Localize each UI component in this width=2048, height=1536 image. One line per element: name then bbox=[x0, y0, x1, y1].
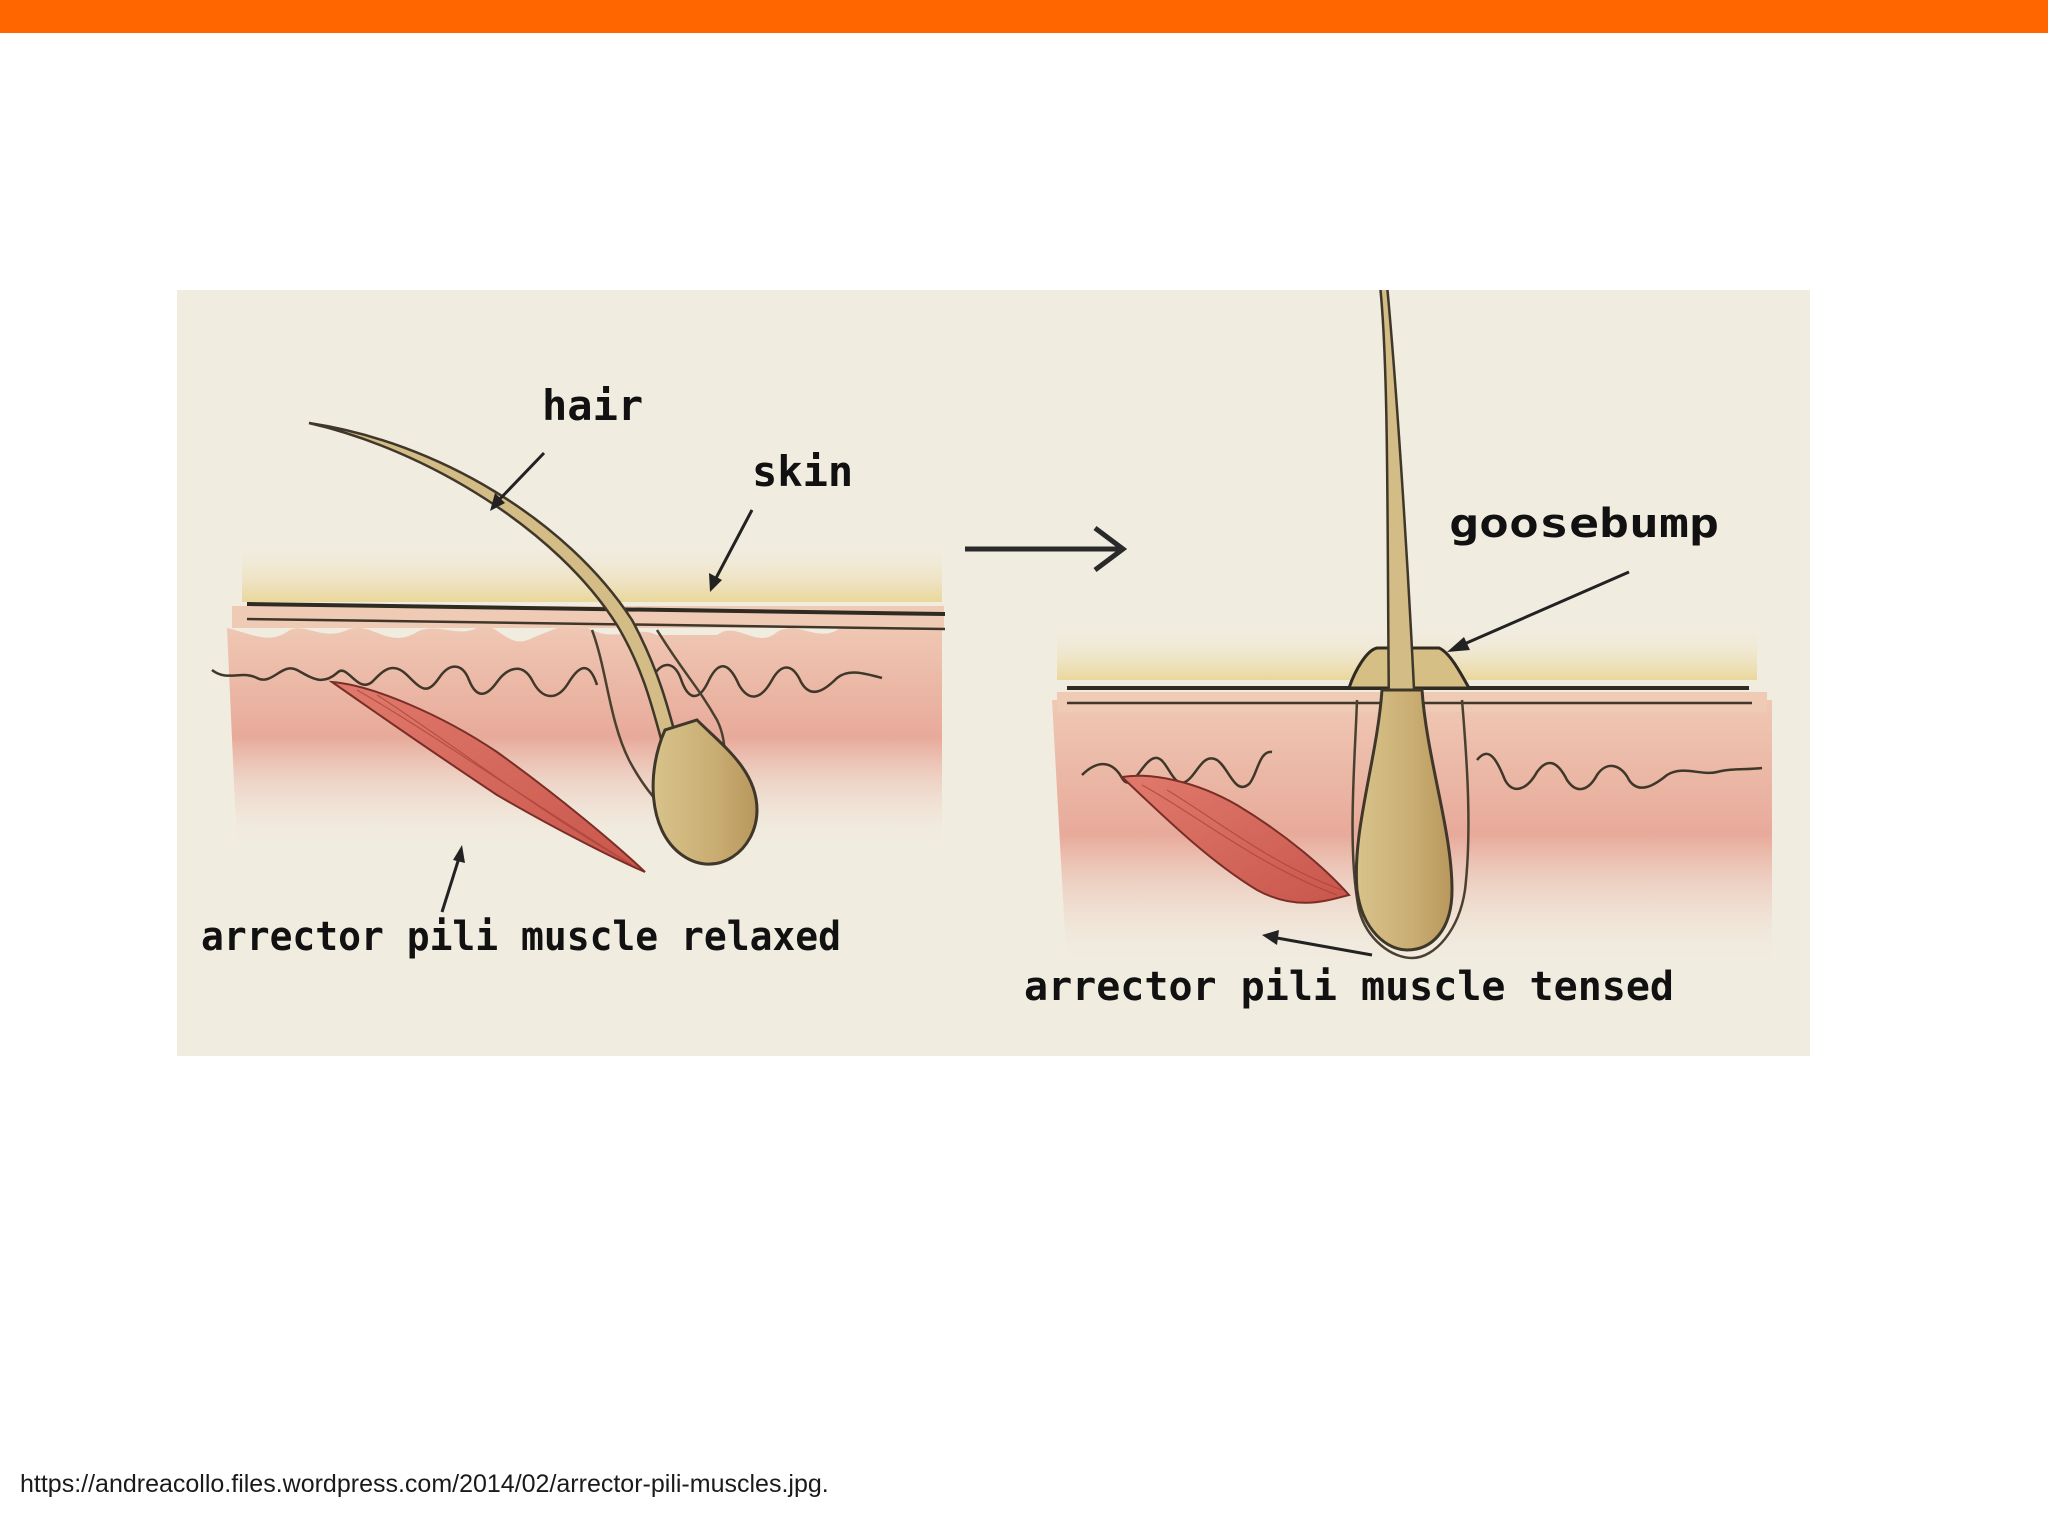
tensed-pointer-arrowhead bbox=[1262, 930, 1279, 945]
goosebump-pointer-arrowhead bbox=[1447, 637, 1470, 652]
transition-arrow bbox=[965, 526, 1128, 572]
goosebump-label: goosebump bbox=[1449, 501, 1719, 547]
skin-label: skin bbox=[752, 447, 853, 496]
hair-pointer-arrowhead bbox=[490, 493, 505, 511]
dermal-papillae-left-2 bbox=[650, 663, 883, 698]
hair-bulb-right bbox=[1354, 688, 1454, 952]
hair-label: hair bbox=[542, 381, 643, 430]
relaxed-panel: hair skin arrector pili muscle relaxed bbox=[201, 381, 946, 960]
arrector-pili-illustration: hair skin arrector pili muscle relaxed bbox=[177, 290, 1810, 1056]
top-accent-bar bbox=[0, 0, 2048, 33]
tensed-label: arrector pili muscle tensed bbox=[1024, 964, 1674, 1010]
dermal-papillae-left bbox=[211, 665, 599, 698]
goosebump-pointer-arrow bbox=[1461, 570, 1630, 647]
skin-line-top-left bbox=[246, 602, 946, 616]
skin-pointer-arrowhead bbox=[709, 573, 722, 592]
muscle-fibers-relaxed bbox=[356, 689, 633, 866]
tensed-pointer-arrow bbox=[1276, 936, 1373, 957]
tensed-panel: goosebump arrector pili muscle tensed bbox=[1024, 290, 1772, 1010]
muscle-pointer-arrowhead bbox=[453, 845, 465, 863]
source-caption: https://andreacollo.files.wordpress.com/… bbox=[20, 1470, 829, 1498]
hair-bulb-left bbox=[651, 718, 759, 866]
relaxed-label: arrector pili muscle relaxed bbox=[201, 914, 841, 960]
skin-pointer-arrow bbox=[713, 509, 754, 581]
illustration-canvas: hair skin arrector pili muscle relaxed bbox=[177, 290, 1810, 1056]
skin-line-bottom-left bbox=[246, 617, 946, 631]
hair-pointer-arrow bbox=[495, 451, 546, 504]
dermis-left bbox=[227, 625, 942, 850]
follicle-sheath-right bbox=[1351, 699, 1470, 960]
dermal-papillae-right-2 bbox=[1476, 752, 1763, 791]
muscle-fibers-tensed bbox=[1141, 784, 1343, 896]
muscle-pointer-arrow bbox=[440, 857, 461, 913]
